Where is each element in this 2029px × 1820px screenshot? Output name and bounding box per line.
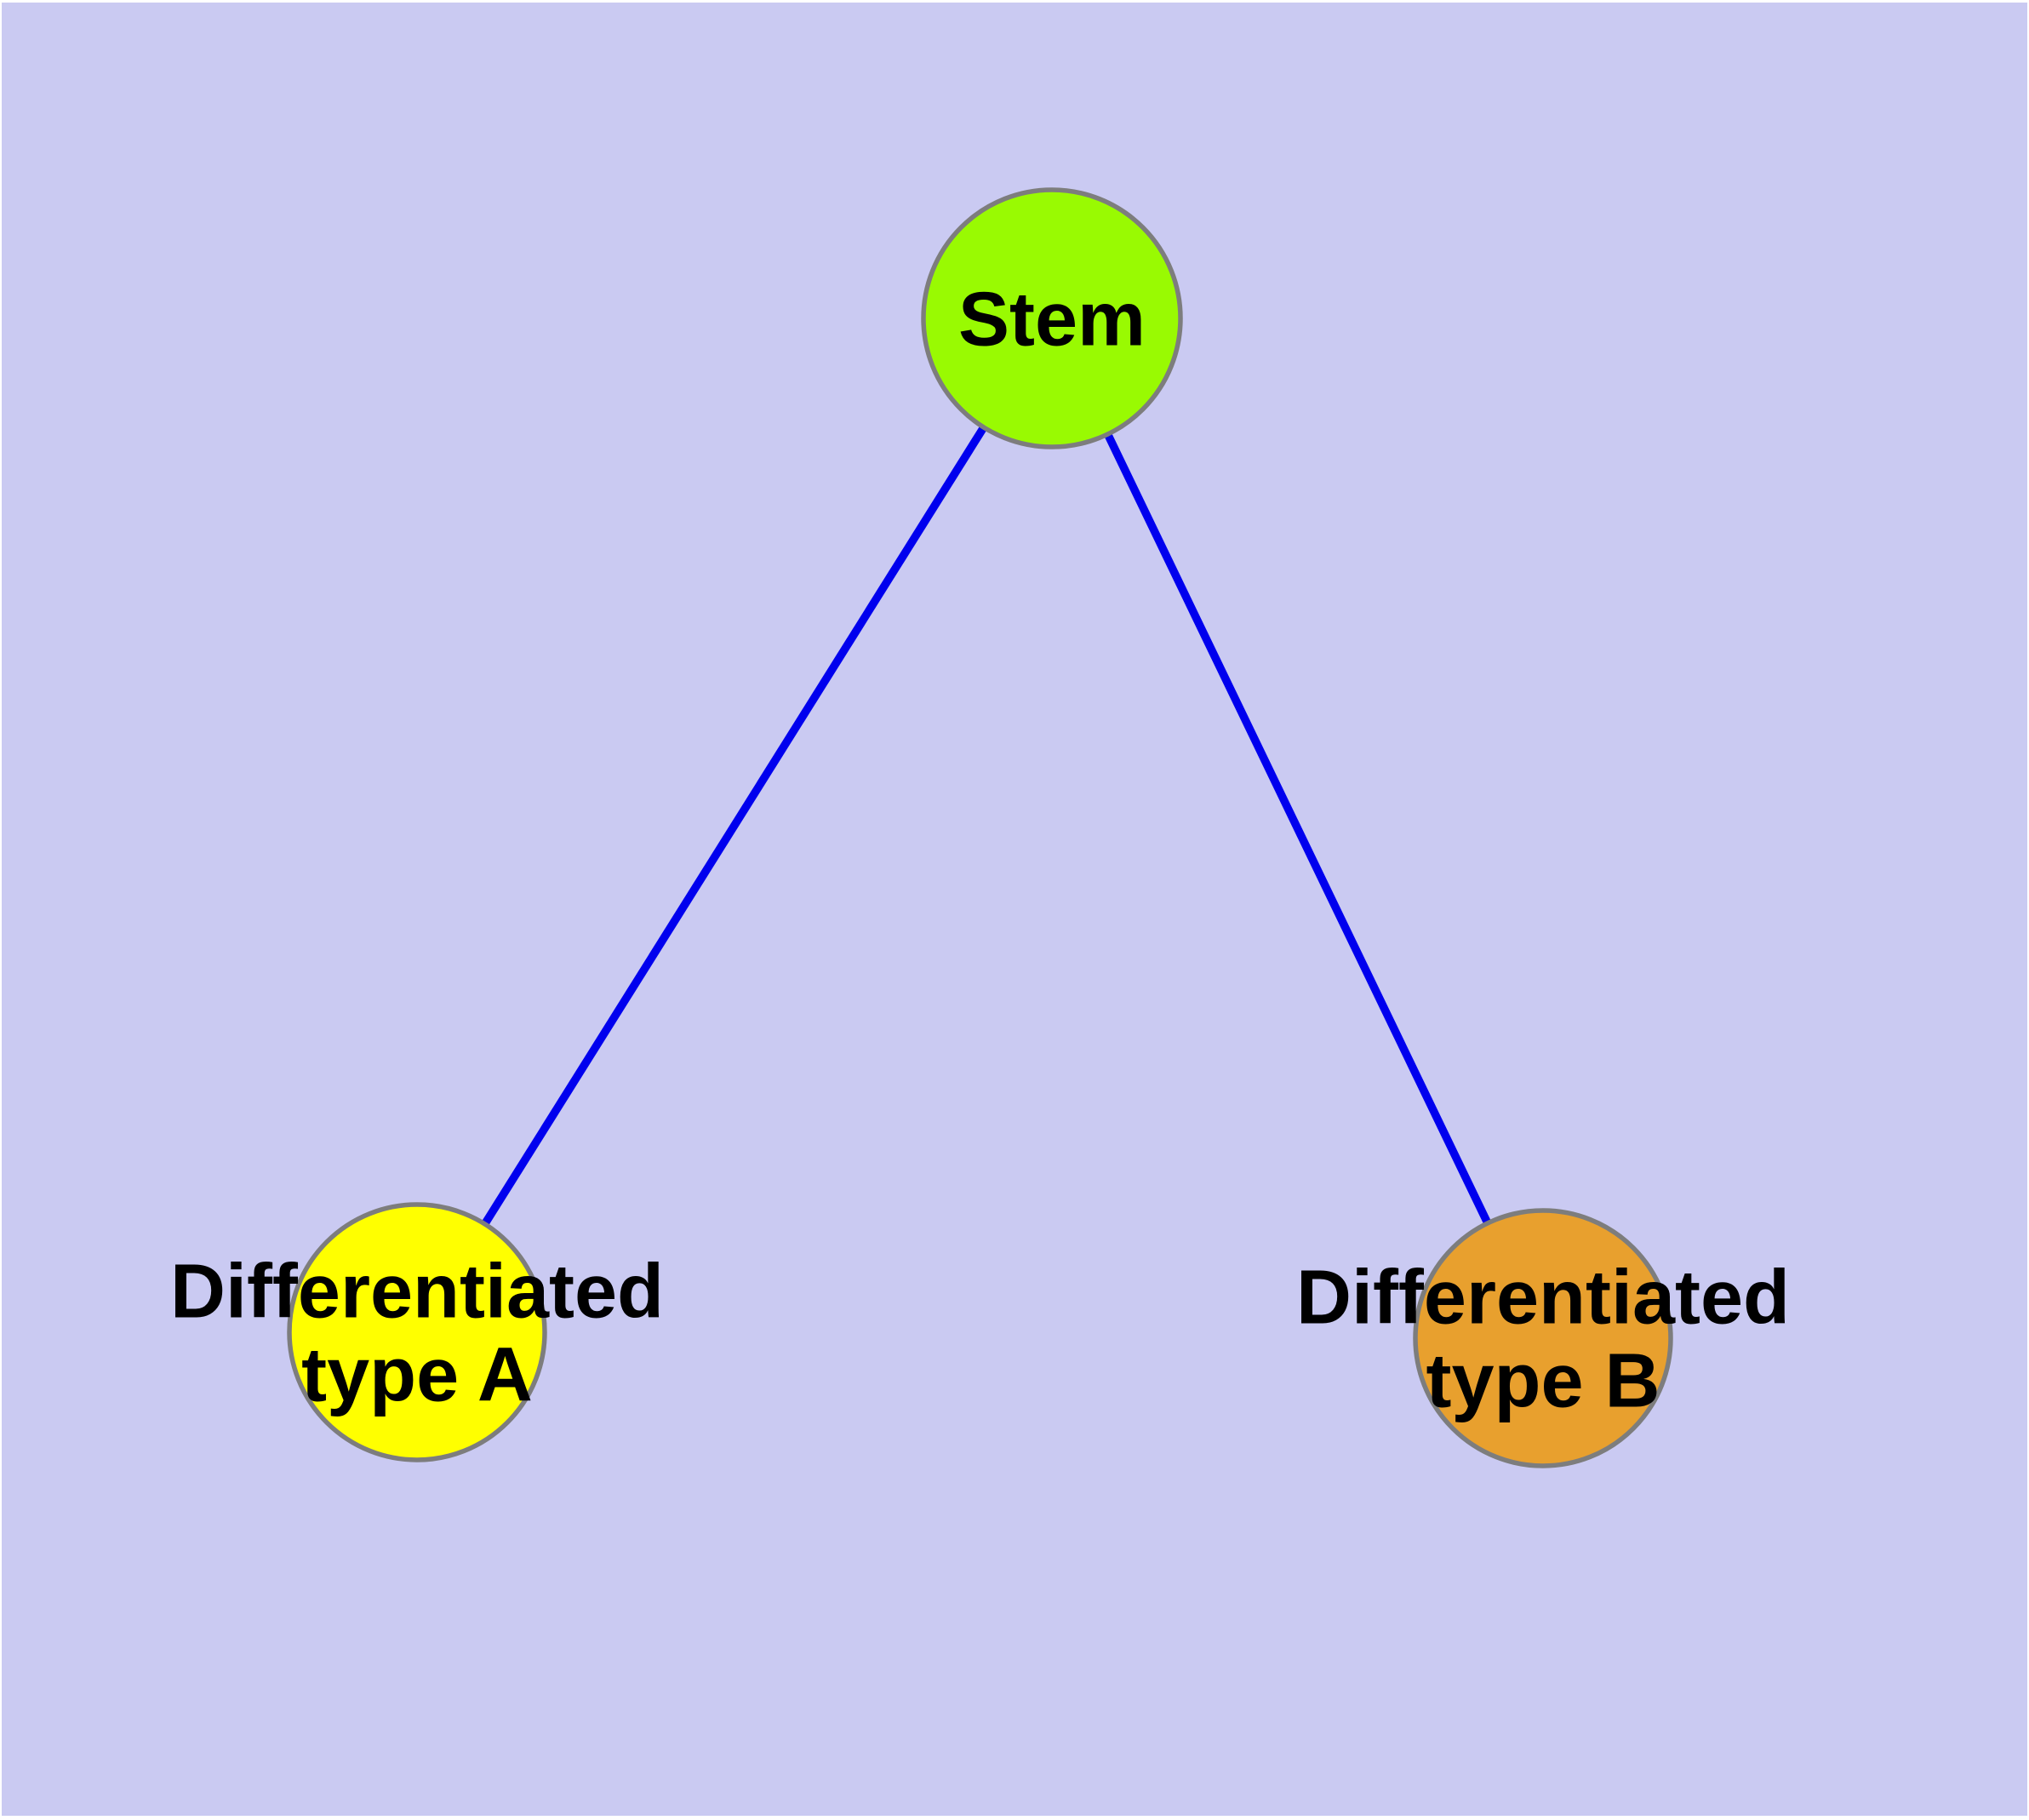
node-diff-a-circle [287, 1202, 547, 1462]
node-stem-label-line-1: Stem [958, 278, 1146, 363]
node-diff-b-circle [1413, 1208, 1673, 1468]
node-stem-label: Stem [958, 278, 1146, 363]
node-stem-circle [921, 187, 1183, 449]
node-diff-a-label-line-1: Differentiated [170, 1250, 664, 1335]
node-diff-b-label-line-2: type B [1426, 1339, 1660, 1424]
node-diff-a-label-line-2: type A [301, 1333, 533, 1418]
edge-stem-to-diff-a [413, 316, 1056, 1335]
node-diff-b-label-line-1: Differentiated [1296, 1256, 1790, 1341]
edge-stem-to-diff-b [1048, 316, 1547, 1341]
